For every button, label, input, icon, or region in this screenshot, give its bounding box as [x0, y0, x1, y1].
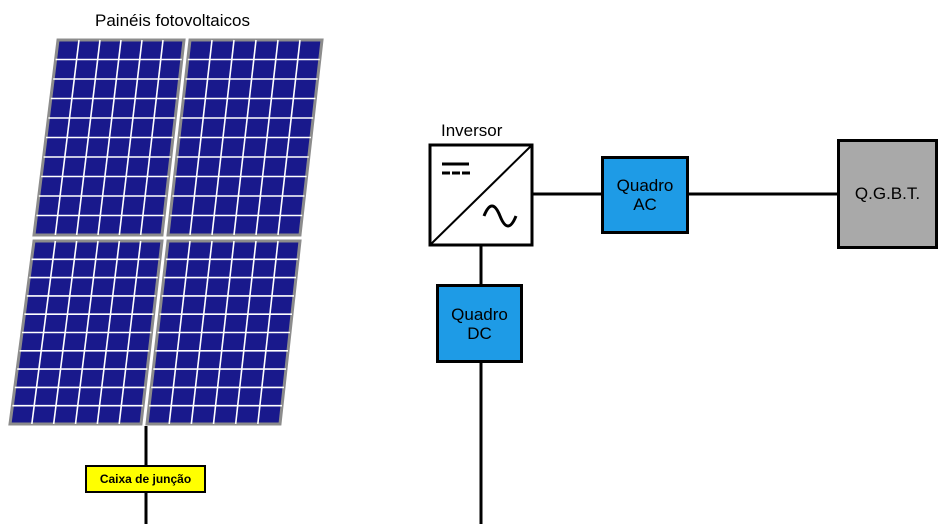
- junction-box: Caixa de junção: [85, 465, 206, 493]
- panels-title: Painéis fotovoltaicos: [95, 11, 250, 30]
- quadro-ac-line1: Quadro: [616, 176, 674, 195]
- solar-panel-array: [8, 38, 324, 426]
- qgbt-box: Q.G.B.T.: [837, 139, 938, 249]
- quadro-ac-box: Quadro AC: [601, 156, 689, 234]
- qgbt-label: Q.G.B.T.: [854, 184, 921, 203]
- solar-panel-top-left: [32, 38, 186, 237]
- inverter-box: [428, 143, 534, 247]
- solar-panel-bottom-right: [145, 239, 302, 426]
- solar-panel-top-right: [166, 38, 324, 237]
- dc-to-ac-inverter-icon: [429, 144, 533, 246]
- quadro-dc-line2: DC: [467, 323, 492, 343]
- junction-box-label: Caixa de junção: [99, 472, 192, 486]
- quadro-ac-line2: AC: [633, 195, 657, 214]
- quadro-dc-box: Quadro DC: [436, 284, 523, 363]
- solar-panel-bottom-left: [8, 239, 164, 426]
- quadro-dc-line1: Quadro: [451, 304, 508, 324]
- inverter-label: Inversor: [441, 121, 503, 140]
